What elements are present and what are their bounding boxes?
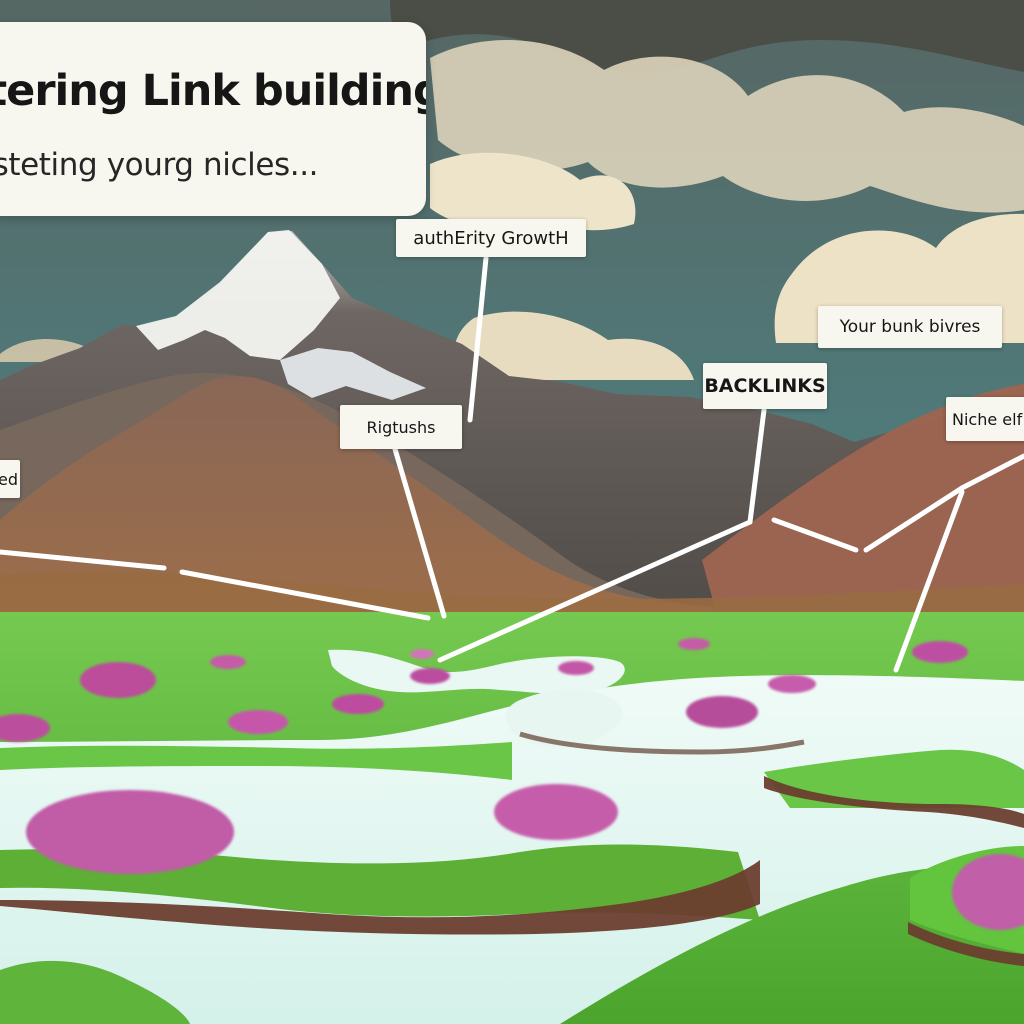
cloud-left	[430, 152, 636, 231]
dark-cloud-bank	[390, 0, 1024, 74]
flower-cluster	[952, 854, 1024, 930]
soil-edge-foreground	[0, 860, 760, 935]
label-niche-elf: Niche elf	[946, 397, 1024, 441]
flower-cluster	[912, 641, 968, 663]
connector-rightushs	[392, 446, 447, 619]
connector-backlinks-bend	[437, 519, 753, 663]
river-branch-top	[328, 649, 625, 695]
flower-cluster	[80, 662, 156, 698]
connector-right-a	[771, 517, 859, 553]
connector-right-d	[893, 489, 965, 673]
connector-backlinks	[747, 407, 767, 525]
label-ed: ed	[0, 460, 20, 498]
flower-cluster	[410, 668, 450, 684]
label-rightushs: Rigtushs	[340, 405, 462, 449]
grass-band-mid	[0, 742, 512, 780]
flower-cluster	[494, 784, 618, 840]
connector-authority	[467, 255, 489, 423]
flower-cluster	[558, 661, 594, 675]
soil-edge-lower-right	[908, 922, 1024, 966]
grass-right-island	[764, 749, 1024, 808]
subtitle-text: asteting yourg nicles...	[0, 147, 319, 183]
flower-cluster	[26, 790, 234, 874]
soil-edge-right	[764, 776, 1024, 828]
flower-clusters	[0, 638, 1024, 930]
cloud-upper	[430, 40, 1024, 213]
flower-cluster	[332, 694, 384, 714]
soil-edge-center	[519, 731, 805, 755]
flower-cluster	[210, 655, 246, 669]
title-text: stering Link building	[0, 66, 426, 116]
flower-cluster	[410, 649, 434, 659]
river-branch-center	[505, 689, 623, 747]
label-backlinks: BACKLINKS	[703, 363, 827, 409]
connector-lines	[0, 255, 1024, 673]
title-card: stering Link building asteting yourg nic…	[0, 22, 426, 216]
flower-cluster	[768, 675, 816, 693]
right-hill	[702, 384, 1024, 612]
label-your-bunk-bivres: Your bunk bivres	[818, 306, 1002, 348]
flower-cluster	[0, 714, 50, 742]
mountain-glacier	[280, 348, 426, 400]
flower-cluster	[228, 710, 288, 734]
flower-cluster	[686, 696, 758, 728]
grass-lower-left-island	[0, 960, 190, 1024]
cloud-mid	[454, 311, 694, 380]
flower-cluster	[678, 638, 710, 650]
connector-left-b	[179, 569, 431, 621]
connector-left-a	[0, 549, 167, 571]
mountain-snow-cap	[136, 230, 340, 360]
connector-right-b	[863, 485, 965, 553]
connector-right-c	[959, 453, 1024, 491]
label-authority-growth: authErity GrowtH	[396, 219, 586, 257]
